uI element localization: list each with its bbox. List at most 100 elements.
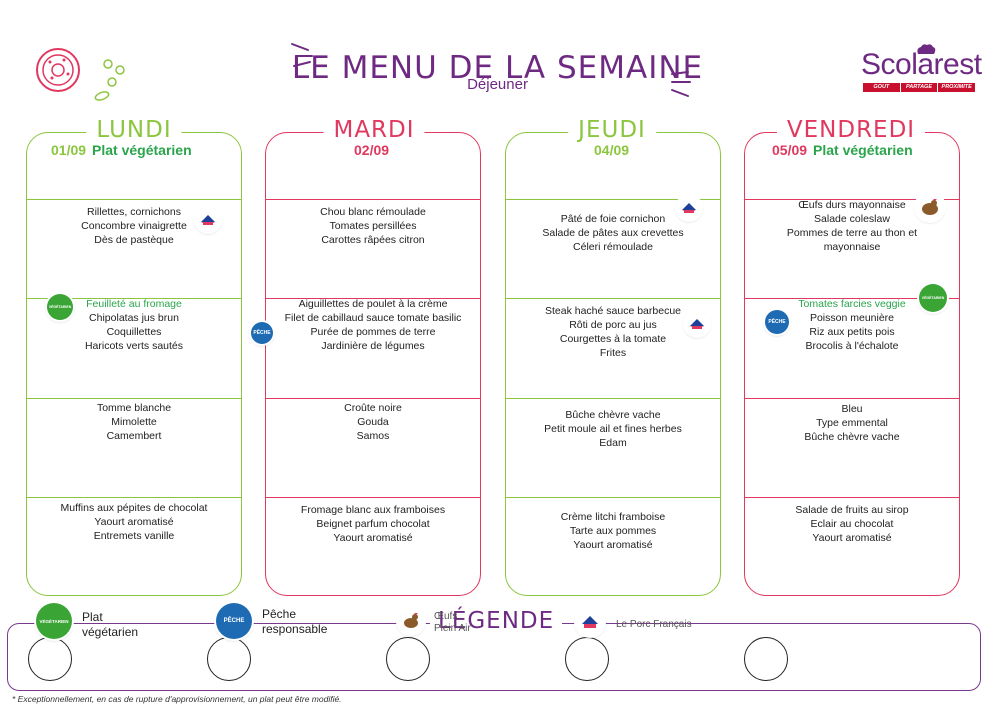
porc-francais-badge	[196, 208, 220, 232]
logo-tagline: GOUT PARTAGE PROXIMITE	[863, 83, 976, 92]
hen-icon	[404, 613, 418, 628]
divider	[506, 398, 720, 399]
menu-section-starters-vendredi: Œufs durs mayonnaise Salade coleslaw Pom…	[744, 198, 960, 254]
legend-porc-label: Le Porc Français	[616, 619, 692, 630]
menu-item: Samos	[356, 430, 390, 442]
menu-item: Muffins aux pépites de chocolat	[60, 502, 208, 514]
legend-slot	[744, 637, 788, 681]
vegetarian-badge: VÉGÉTARIEN	[47, 294, 73, 320]
french-pig-icon	[201, 215, 215, 225]
menu-item: Brocolis à l'échalote	[805, 340, 899, 352]
page-subtitle: Déjeuner	[467, 76, 528, 93]
menu-section-cheese-jeudi: Bûche chèvre vache Petit moule ail et fi…	[505, 408, 721, 450]
menu-item: Steak haché sauce barbecue	[544, 305, 681, 317]
menu-section-starters-jeudi: Pâté de foie cornichon Salade de pâtes a…	[505, 212, 721, 254]
tagline-word: PARTAGE	[900, 83, 938, 92]
menu-item: Bûche chèvre vache	[804, 431, 900, 443]
menu-item: Salade coleslaw	[814, 213, 890, 225]
menu-section-desserts-mardi: Fromage blanc aux framboises Beignet par…	[265, 503, 481, 545]
french-pig-icon	[582, 616, 598, 628]
menu-item: Poisson meunière	[809, 312, 895, 324]
menu-item: Bûche chèvre vache	[565, 409, 661, 421]
oeufs-plein-air-badge	[916, 193, 944, 221]
tagline-word: PROXIMITE	[938, 83, 976, 92]
menu-item: Croûte noire	[344, 402, 402, 414]
menu-item: Bleu	[841, 403, 863, 415]
menu-item-vegetarian: Feuilleté au fromage	[86, 298, 182, 310]
menu-item: Œufs durs mayonnaise	[798, 199, 906, 211]
menu-item: Aiguillettes de poulet à la crème	[298, 298, 448, 310]
menu-item: Petit moule ail et fines herbes	[544, 423, 682, 435]
menu-item: Pâté de foie cornichon	[560, 213, 666, 225]
menu-item: Entremets vanille	[93, 530, 175, 542]
day-date-vendredi: 05/09 Plat végétarien	[772, 142, 913, 158]
footnote: * Exceptionnellement, en cas de rupture …	[12, 694, 342, 704]
day-name-mardi: MARDI	[323, 117, 425, 145]
vegetarian-tag: Plat végétarien	[92, 142, 192, 158]
logo-name: Scolarest	[861, 48, 982, 81]
menu-item: Courgettes à la tomate	[559, 333, 667, 345]
legend-porc-icon	[576, 608, 604, 636]
date-value: 01/09	[51, 142, 87, 158]
divider	[27, 199, 241, 200]
title-spark-left-icon	[291, 43, 313, 67]
menu-item: Jardinière de légumes	[321, 340, 425, 352]
legend-slot	[386, 637, 430, 681]
vegetarian-tag: Plat végétarien	[813, 142, 913, 158]
divider	[745, 298, 959, 299]
day-date-lundi: 01/09 Plat végétarien	[51, 142, 192, 158]
menu-section-cheese-lundi: Tomme blanche Mimolette Camembert	[26, 401, 242, 443]
divider	[27, 497, 241, 498]
menu-section-mains-jeudi: Steak haché sauce barbecue Rôti de porc …	[505, 304, 721, 360]
menu-item: Filet de cabillaud sauce tomate basilic	[284, 312, 462, 324]
menu-section-mains-vendredi: Tomates farcies veggie Poisson meunière …	[744, 297, 960, 353]
menu-item: Carottes râpées citron	[321, 234, 425, 246]
divider	[266, 199, 480, 200]
menu-item: Chou blanc rémoulade	[320, 206, 426, 218]
day-name-jeudi: JEUDI	[568, 117, 656, 145]
menu-section-starters-mardi: Chou blanc rémoulade Tomates persillées …	[265, 205, 481, 247]
badge-label: PÊCHE	[768, 319, 786, 325]
menu-item: Eclair au chocolat	[810, 518, 894, 530]
menu-item: Yaourt aromatisé	[812, 532, 892, 544]
divider	[266, 298, 480, 299]
divider	[506, 298, 720, 299]
divider	[266, 497, 480, 498]
tagline-word: GOUT	[863, 83, 900, 92]
date-value: 05/09	[772, 142, 808, 158]
title-spark-right-icon	[671, 71, 691, 97]
menu-section-desserts-lundi: Muffins aux pépites de chocolat Yaourt a…	[26, 501, 242, 543]
menu-item: Purée de pommes de terre	[310, 326, 436, 338]
day-name-lundi: LUNDI	[86, 117, 182, 145]
day-date-mardi: 02/09	[354, 142, 390, 158]
menu-item: Tomates persillées	[329, 220, 417, 232]
menu-item: Concombre vinaigrette	[81, 220, 187, 232]
menu-section-desserts-vendredi: Salade de fruits au sirop Eclair au choc…	[744, 503, 960, 545]
menu-item: Pommes de terre au thon et mayonnaise	[786, 227, 918, 253]
menu-item: Yaourt aromatisé	[333, 532, 413, 544]
menu-item: Yaourt aromatisé	[573, 539, 653, 551]
menu-item: Beignet parfum chocolat	[316, 518, 430, 530]
menu-item: Gouda	[357, 416, 389, 428]
menu-section-mains-lundi: Feuilleté au fromage Chipolatas jus brun…	[26, 297, 242, 353]
menu-item: Coquillettes	[106, 326, 162, 338]
divider	[745, 398, 959, 399]
day-name-vendredi: VENDREDI	[776, 117, 926, 145]
menu-section-starters-lundi: Rillettes, cornichons Concombre vinaigre…	[26, 205, 242, 247]
decorative-donut-icon	[36, 48, 125, 101]
divider	[745, 199, 959, 200]
chef-hat-icon	[917, 44, 936, 54]
hen-icon	[922, 199, 938, 215]
menu-item: Haricots verts sautés	[84, 340, 184, 352]
legend-vegetarian-icon: VÉGÉTARIEN	[36, 603, 72, 639]
divider	[745, 497, 959, 498]
menu-item: Dès de pastèque	[94, 234, 174, 246]
divider	[506, 497, 720, 498]
badge-label: VÉGÉTARIEN	[48, 305, 72, 309]
menu-item: Tomme blanche	[96, 402, 172, 414]
menu-item: Rillettes, cornichons	[87, 206, 181, 218]
menu-item: Rôti de porc au jus	[569, 319, 657, 331]
menu-item-vegetarian: Tomates farcies veggie	[798, 298, 906, 310]
porc-francais-badge	[677, 196, 701, 220]
badge-label: PÊCHE	[253, 330, 271, 336]
